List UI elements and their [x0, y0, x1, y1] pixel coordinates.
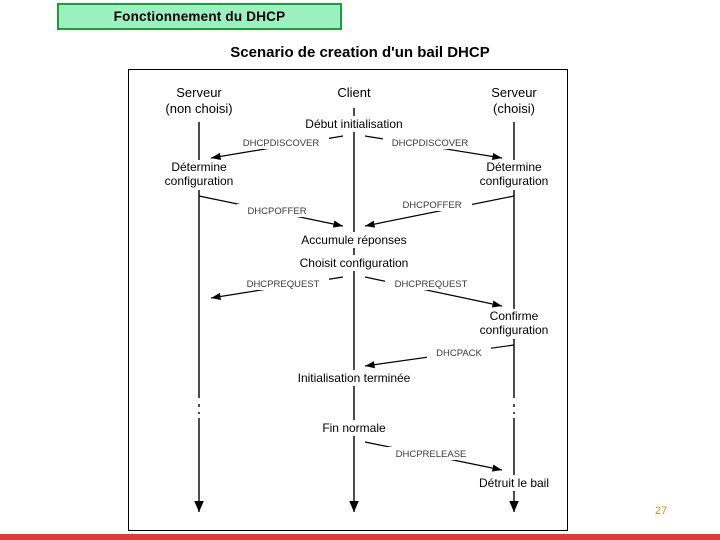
message-bg-dhcpdiscover-left	[234, 136, 329, 149]
message-bg-dhcprelease	[385, 447, 477, 460]
event-label-confirme-configuration-line1: Confirme	[490, 309, 539, 323]
lifeline-header-server-chosen-line1: Serveur	[491, 85, 537, 100]
event-bg-accumule-reponses	[274, 232, 434, 248]
event-bg-confirme-configuration	[462, 309, 567, 339]
event-label-accumule-reponses: Accumule réponses	[301, 233, 406, 247]
message-bg-dhcpack	[427, 346, 491, 359]
event-label-determine-configuration-right-line1: Détermine	[486, 160, 542, 174]
message-bg-dhcpoffer-left	[237, 204, 317, 217]
message-label-dhcpdiscover-right: DHCPDISCOVER	[392, 138, 469, 149]
event-bg-choisit-configuration	[274, 255, 434, 271]
message-label-dhcpack: DHCPACK	[436, 348, 482, 359]
event-bg-determine-configuration-left	[147, 160, 252, 190]
message-label-dhcpdiscover-left: DHCPDISCOVER	[243, 138, 320, 149]
event-label-fin-normale: Fin normale	[322, 421, 386, 435]
slide-subtitle: Scenario de creation d'un bail DHCP	[230, 44, 490, 61]
event-bg-detruit-le-bail	[459, 475, 567, 491]
lifeline-header-server-not-chosen-line2: (non choisi)	[165, 101, 232, 116]
event-label-confirme-configuration-line2: configuration	[480, 323, 549, 337]
dhcp-sequence-diagram: Serveur (non choisi) Client Serveur (cho…	[128, 69, 568, 531]
event-label-determine-configuration-left-line2: configuration	[165, 174, 234, 188]
message-label-dhcpoffer-left: DHCPOFFER	[247, 206, 306, 217]
event-label-choisit-configuration: Choisit configuration	[300, 256, 409, 270]
lifeline-header-client-line1: Client	[337, 85, 371, 100]
message-bg-dhcpoffer-right	[392, 198, 472, 211]
event-bg-debut-initialisation	[274, 116, 434, 132]
message-label-dhcprelease: DHCPRELEASE	[396, 449, 467, 460]
slide-title: Fonctionnement du DHCP	[113, 9, 286, 24]
diagram-canvas: Serveur (non choisi) Client Serveur (cho…	[147, 85, 567, 512]
bottom-accent-bar	[0, 534, 720, 540]
message-bg-dhcprequest-right	[385, 277, 477, 290]
event-bg-determine-configuration-right	[462, 160, 567, 190]
message-bg-dhcprequest-left	[237, 277, 329, 290]
event-label-initialisation-terminee: Initialisation terminée	[298, 371, 411, 385]
lifeline-header-server-chosen-line2: (choisi)	[493, 101, 535, 116]
event-label-determine-configuration-left-line1: Détermine	[171, 160, 227, 174]
message-label-dhcprequest-right: DHCPREQUEST	[395, 279, 468, 290]
lifeline-header-server-not-chosen-line1: Serveur	[176, 85, 222, 100]
message-label-dhcprequest-left: DHCPREQUEST	[247, 279, 320, 290]
message-label-dhcpoffer-right: DHCPOFFER	[402, 200, 461, 211]
event-bg-fin-normale	[289, 420, 419, 436]
slide-title-banner: Fonctionnement du DHCP	[57, 3, 342, 30]
event-label-determine-configuration-right-line2: configuration	[480, 174, 549, 188]
page-number: 27	[655, 505, 668, 517]
message-bg-dhcpdiscover-right	[383, 136, 478, 149]
event-label-debut-initialisation: Début initialisation	[305, 117, 402, 131]
event-label-detruit-le-bail: Détruit le bail	[479, 476, 549, 490]
event-bg-initialisation-terminee	[269, 370, 439, 386]
